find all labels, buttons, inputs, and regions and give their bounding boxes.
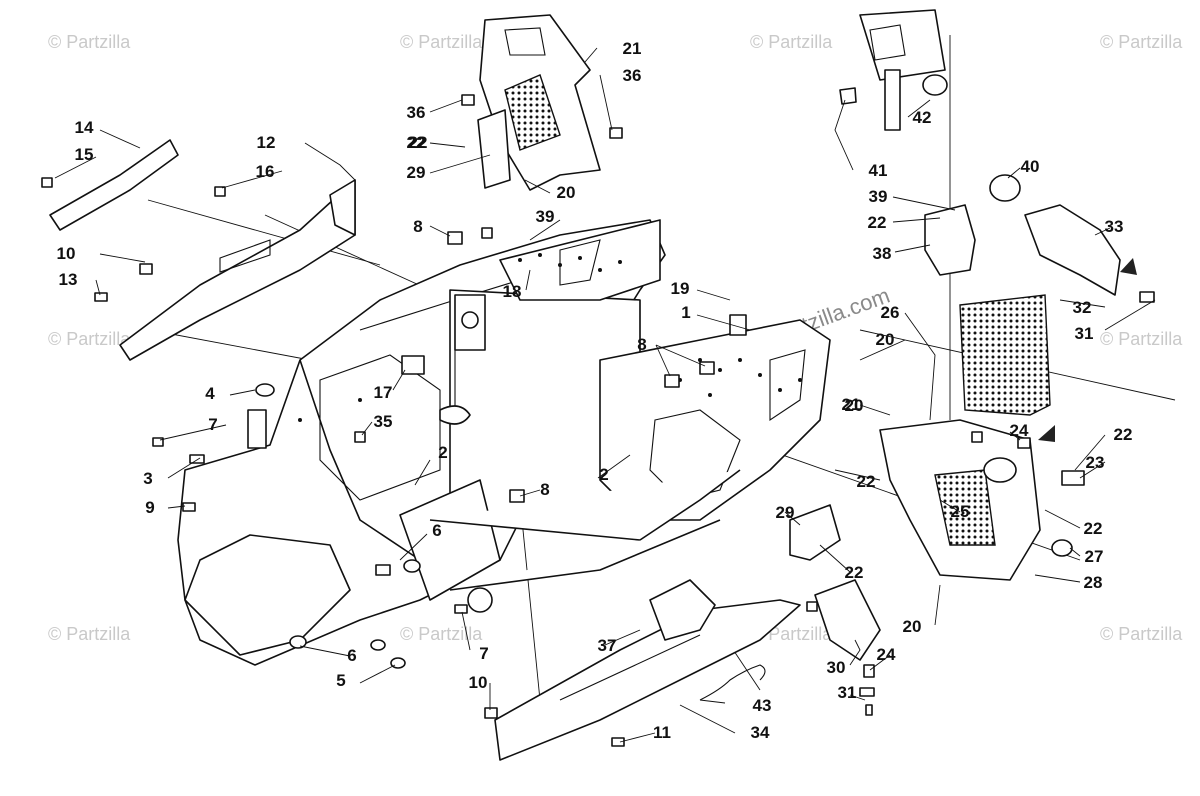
watermark: © Partzilla bbox=[750, 32, 833, 52]
callout-label: 39 bbox=[869, 187, 888, 206]
callout-label: 28 bbox=[1084, 573, 1103, 592]
callout-label: 10 bbox=[469, 673, 488, 692]
chassis-frame bbox=[177, 219, 831, 666]
callout-label: 6 bbox=[347, 646, 356, 665]
callout-label: 43 bbox=[753, 696, 772, 715]
watermark: © Partzilla bbox=[400, 624, 483, 644]
callout-label: 24 bbox=[877, 645, 896, 664]
callout-label: 18 bbox=[503, 282, 522, 301]
callout-label: 26 bbox=[881, 303, 900, 322]
callout-label: 11 bbox=[653, 723, 671, 742]
callout-label: 22 bbox=[868, 213, 887, 232]
callout-label: 1 bbox=[681, 303, 690, 322]
callout-label: 12 bbox=[257, 133, 276, 152]
watermark: © Partzilla bbox=[400, 32, 483, 52]
callout-label: 22 bbox=[857, 472, 876, 491]
callout-label: 20 bbox=[876, 330, 895, 349]
callout-label: 23 bbox=[1086, 453, 1105, 472]
leader-lines bbox=[54, 47, 1156, 743]
callout-label: 39 bbox=[536, 207, 555, 226]
callout-label: 16 bbox=[256, 162, 275, 181]
callout-label: 4 bbox=[205, 384, 215, 403]
arrow-icon bbox=[1120, 258, 1137, 275]
callout-label: 7 bbox=[208, 415, 217, 434]
callout-label: 27 bbox=[1085, 547, 1104, 566]
callout-label: 21 bbox=[623, 39, 642, 58]
fasteners bbox=[41, 94, 1155, 747]
callout-label: 22 bbox=[1114, 425, 1133, 444]
callout-label: 7 bbox=[479, 644, 488, 663]
lower-rail-37 bbox=[494, 579, 801, 761]
watermark: © Partzilla bbox=[48, 329, 131, 349]
callout-label: 42 bbox=[913, 108, 932, 127]
steering-post-42 bbox=[839, 9, 948, 131]
screen-32 bbox=[959, 294, 1051, 416]
watermark: © Partzilla bbox=[1100, 32, 1183, 52]
callout-label: 35 bbox=[374, 412, 393, 431]
callout-label: 25 bbox=[951, 502, 970, 521]
watermark: © Partzilla bbox=[1100, 624, 1183, 644]
callout-label: 24 bbox=[1010, 421, 1029, 440]
callout-label: 20 bbox=[903, 617, 922, 636]
callout-label: 9 bbox=[145, 498, 154, 517]
callout-label: 22 bbox=[845, 563, 864, 582]
handle-14 bbox=[49, 139, 179, 231]
callout-label: 20 bbox=[557, 183, 576, 202]
callout-label: 14 bbox=[75, 118, 94, 137]
callout-label: 15 bbox=[75, 145, 94, 164]
callout-label: 2 bbox=[438, 443, 447, 462]
watermark: © Partzilla bbox=[48, 624, 131, 644]
callout-label: 30 bbox=[827, 658, 846, 677]
frame-holes bbox=[298, 253, 802, 422]
callout-label: 37 bbox=[598, 636, 617, 655]
side-bracket-21 bbox=[879, 419, 1041, 581]
callout-label: 22 bbox=[409, 133, 428, 152]
callout-label: 5 bbox=[336, 671, 345, 690]
callout-label: 10 bbox=[57, 244, 76, 263]
plate-29 bbox=[789, 504, 841, 561]
watermark: © Partzilla bbox=[1100, 329, 1183, 349]
callout-label: 31 bbox=[1075, 324, 1094, 343]
callout-label: 38 bbox=[873, 244, 892, 263]
callout-label: 22 bbox=[1084, 519, 1103, 538]
callout-label: 8 bbox=[413, 217, 422, 236]
callout-label: 19 bbox=[671, 279, 690, 298]
cover-33 bbox=[1024, 204, 1121, 296]
plate-30 bbox=[814, 579, 881, 661]
callout-label: 8 bbox=[540, 480, 549, 499]
arrow-icon bbox=[1038, 425, 1055, 442]
callout-label: 21 bbox=[842, 395, 861, 414]
callout-label: 8 bbox=[637, 335, 646, 354]
callout-label: 22 bbox=[407, 133, 426, 152]
steering-bracket-21 bbox=[477, 14, 601, 191]
bracket-38 bbox=[924, 204, 976, 276]
upper-rail-12 bbox=[119, 179, 356, 361]
callout-label: 29 bbox=[407, 163, 426, 182]
callout-label: 40 bbox=[1021, 157, 1040, 176]
callout-label: 3 bbox=[143, 469, 152, 488]
callout-label: 6 bbox=[432, 521, 441, 540]
callout-label: 34 bbox=[751, 723, 770, 742]
callout-label: 20 bbox=[845, 396, 864, 415]
callout-label: 31 bbox=[838, 683, 857, 702]
callout-label: 36 bbox=[407, 103, 426, 122]
callout-label: 33 bbox=[1105, 217, 1124, 236]
spring-43 bbox=[699, 664, 766, 701]
callout-label: 13 bbox=[59, 270, 78, 289]
callout-label: 29 bbox=[776, 503, 795, 522]
ring-40 bbox=[989, 174, 1021, 202]
watermark: © Partzilla bbox=[48, 32, 131, 52]
callout-label: 36 bbox=[623, 66, 642, 85]
callout-label: 32 bbox=[1073, 298, 1092, 317]
callout-label: 41 bbox=[869, 161, 888, 180]
callout-label: 17 bbox=[374, 383, 393, 402]
callout-label: 2 bbox=[599, 465, 608, 484]
